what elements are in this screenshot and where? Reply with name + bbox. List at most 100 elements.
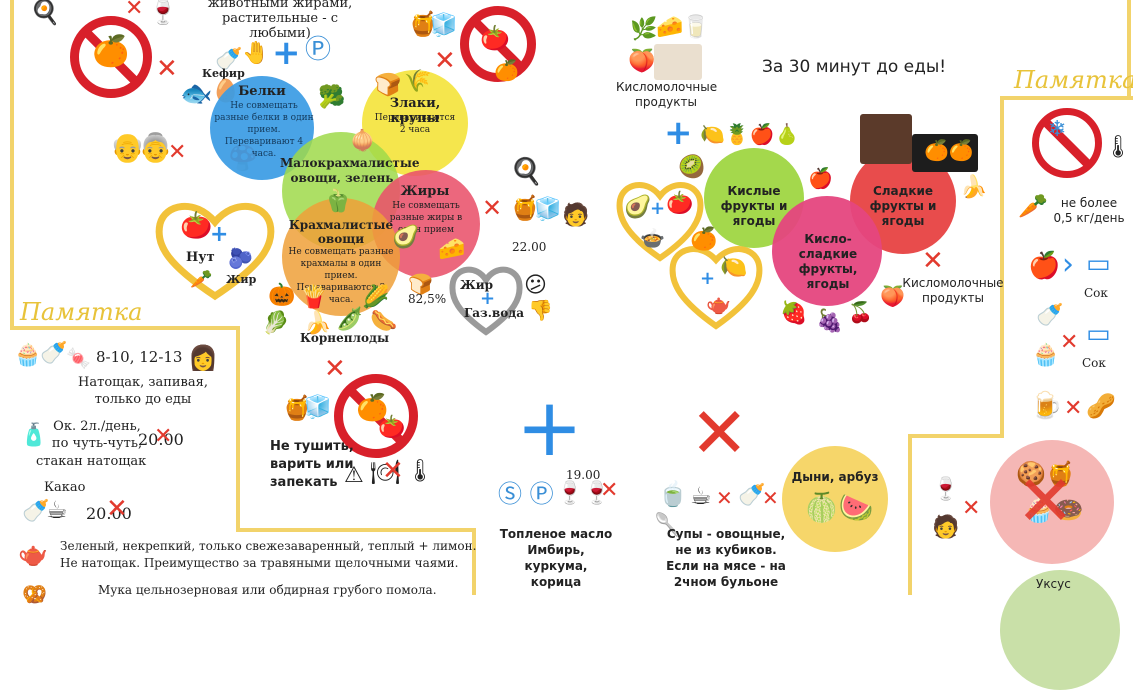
wine-icon: 🍷 — [148, 0, 178, 26]
thermometer-icon: 🌡 — [406, 459, 434, 484]
heart-icon — [616, 182, 704, 262]
melon-circle — [782, 446, 888, 552]
sour-fruit-title: Кислые фрукты и ягоды — [720, 184, 788, 228]
juice-label-1: Сок — [1084, 286, 1108, 300]
ladle-icon: 🥄 — [654, 513, 682, 538]
frame-line — [1000, 96, 1004, 436]
elderly-woman-icon: 👵 — [138, 131, 173, 164]
water-glass-note: стакан натощак — [36, 454, 147, 469]
oven-icon: 🍽 — [370, 458, 401, 486]
time-2200: 22.00 — [512, 240, 547, 254]
dairy-top-label: Кисломолочные продукты — [616, 80, 718, 109]
vinegar-label: Уксус — [1036, 577, 1071, 591]
plus-icon: + — [480, 288, 496, 309]
candy-icon: 🍬 — [66, 346, 91, 370]
cross-icon: ✕ — [154, 424, 173, 449]
glass-icon: ▭ — [1086, 319, 1111, 349]
warning-icon: ⚠ — [344, 463, 364, 488]
honey-icon: 🍯 — [282, 394, 312, 422]
melon-label: Дыни, арбуз — [791, 470, 879, 484]
starchy-note: Не совмещать разные крахмалы в один прие… — [288, 247, 394, 305]
bottle-icon: 🍼 — [40, 341, 68, 366]
frame-line — [1002, 96, 1133, 100]
cross-icon: ✕ — [962, 496, 981, 521]
dairy-photo — [654, 44, 702, 80]
cross-icon: ✕ — [1064, 396, 1083, 421]
avocado-icon: 🥑 — [624, 195, 652, 220]
honey-icon: 🍯 — [510, 194, 540, 222]
arrow-icon: › — [1062, 247, 1074, 282]
flour-note: Мука цельнозерновая или обдирная грубого… — [98, 583, 437, 597]
honey-icon: 🍯 — [408, 10, 438, 38]
heart-icon — [155, 203, 275, 301]
frame-line — [1127, 0, 1131, 100]
wine-icon: 🍷 — [932, 477, 960, 502]
orange-icon: 🍊 — [92, 34, 130, 69]
glass-icon: ▭ — [1086, 249, 1111, 279]
no-cold-hot-icon — [1032, 108, 1102, 178]
cross-icon: ✕ — [168, 140, 187, 165]
plus-icon: + — [272, 33, 301, 73]
banana-icon: 🍌 — [304, 311, 332, 336]
bread-icon: 🍞 — [374, 73, 402, 98]
cherry-icon: 🍒 — [848, 300, 873, 324]
frame-line — [236, 528, 474, 532]
meal-times: 8-10, 12-13 — [96, 348, 183, 366]
sweet-sour-fruit-circle — [772, 196, 882, 306]
teapot-icon: 🫖 — [18, 540, 48, 568]
pepper-icon: 🫑 — [324, 189, 352, 214]
peach-icon: 🍑 — [628, 49, 656, 74]
tomato-icon: 🍅 — [378, 415, 406, 440]
cooking-note: Не тушить, варить или запекать — [270, 439, 354, 490]
grapes-icon: 🍇 — [816, 309, 844, 334]
cross-icon: ✕ — [324, 354, 346, 384]
juice-label-2: Сок — [1082, 356, 1106, 370]
sweets-icon: 🍪🍯 — [1016, 460, 1076, 488]
salt-shaker-icon: Ⓟ — [305, 35, 332, 65]
big-cross-icon: ✕ — [1016, 460, 1075, 542]
tea-icon: 🍵 — [658, 480, 688, 508]
sugar-icon: 🧊 — [534, 197, 562, 222]
cheese-icon: 🧀 — [656, 15, 684, 40]
kiwi-icon: 🥝 — [678, 155, 706, 180]
low-starch-title: Малокрахмалистые овощи, зелень — [280, 156, 420, 185]
apple-icon: 🍎 — [1028, 251, 1061, 281]
frame-line — [908, 434, 912, 595]
nut-label: Нут — [186, 250, 215, 265]
bottle-icon: 🍼 — [738, 483, 766, 508]
plus-icon: + — [700, 268, 716, 289]
fat-label: Жир — [226, 273, 257, 286]
strawberry-icon: 🍓 — [780, 301, 808, 326]
broccoli-icon: 🥦 — [318, 85, 346, 110]
man-icon: 🧑 — [932, 515, 960, 540]
cross-icon: ✕ — [434, 46, 456, 76]
peanut-icon: 🥜 — [1086, 392, 1116, 420]
no-food-icon — [334, 374, 418, 458]
tomato-icon: 🍅 — [180, 211, 213, 241]
hand-icon: 🤚 — [242, 41, 270, 66]
plus-icon: + — [210, 222, 229, 247]
peach-icon: 🍑 — [880, 284, 905, 308]
gray-heart-soda: Газ.вода — [464, 306, 525, 320]
max-weight-label: не более 0,5 кг/день — [1053, 196, 1125, 225]
pomegranate-icon: 🍎 — [808, 166, 833, 190]
cauliflower-icon: 🥬 — [262, 311, 290, 336]
elderly-icon: 👴 — [110, 131, 145, 164]
starchy-title: Крахмалистые овощи — [288, 218, 394, 246]
frame-line — [472, 528, 476, 595]
roots-label: Корнеплоды — [300, 331, 390, 345]
cross-icon: ✕ — [716, 486, 733, 510]
fats-title: Жиры — [400, 184, 450, 199]
peas-icon: 🫛 — [336, 307, 364, 332]
cross-icon: ✕ — [600, 478, 619, 503]
water-bottle-icon: 🧴 — [20, 423, 48, 448]
cross-icon: ✕ — [922, 246, 944, 276]
time-1900: 19.00 — [566, 468, 601, 482]
snowflake-icon: ❄ — [1048, 117, 1067, 142]
bottle-icon: 🍼 — [22, 499, 50, 524]
bagel-icon: 🥨 — [22, 582, 47, 606]
kefir-bottle-icon: 🍼 — [215, 47, 243, 72]
donut-icon: 🧁🍩 — [1024, 496, 1084, 524]
pan-icon: 🍳 — [30, 0, 60, 26]
apricot-icon: 🍊🍊 — [924, 138, 974, 162]
